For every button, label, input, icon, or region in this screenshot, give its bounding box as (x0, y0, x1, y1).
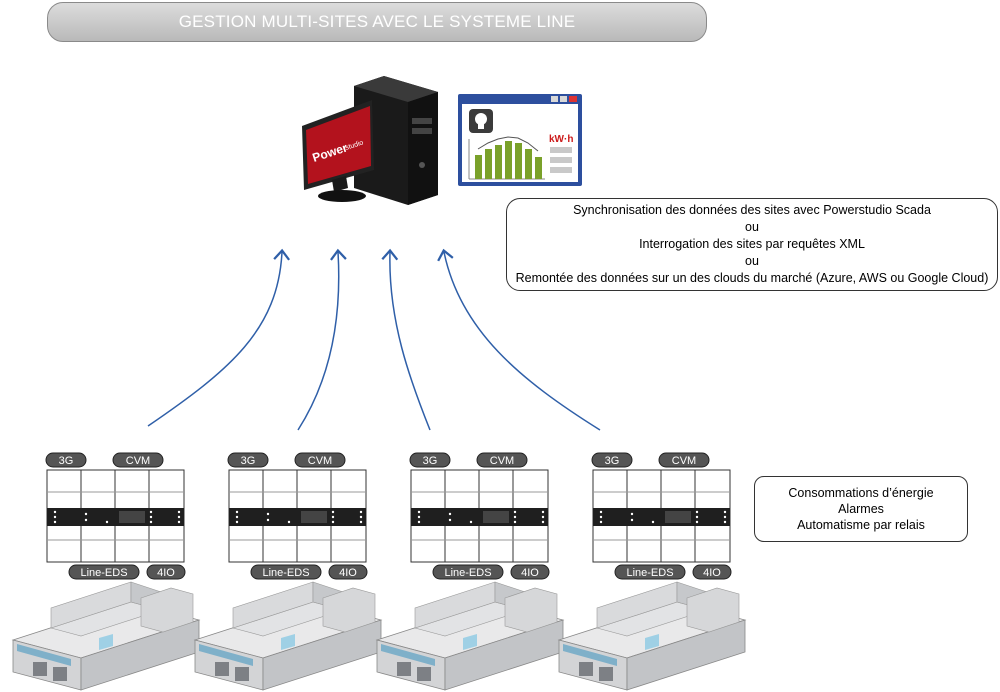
arrow-site-2 (297, 248, 347, 431)
tag-4io: 4IO (157, 567, 175, 579)
tag-cvm: CVM (672, 455, 696, 467)
feature-line-1: Consommations d’énergie (788, 486, 934, 500)
sync-line-4: ou (745, 254, 759, 268)
features-box: Consommations d’énergie Alarmes Automati… (754, 476, 968, 542)
tag-line-eds: Line-EDS (80, 567, 127, 579)
tag-cvm: CVM (308, 455, 332, 467)
app-window-illustration: kW·h (458, 94, 582, 186)
diagram-title: GESTION MULTI-SITES AVEC LE SYSTEME LINE (47, 2, 707, 42)
line-device-modules (228, 469, 367, 563)
sync-line-2: ou (745, 220, 759, 234)
mini-bar-chart (468, 136, 545, 180)
feature-line-2: Alarmes (838, 502, 884, 516)
sync-line-1: Synchronisation des données des sites av… (573, 203, 931, 217)
tag-3g: 3G (605, 455, 620, 467)
line-device-modules (46, 469, 185, 563)
tag-3g: 3G (241, 455, 256, 467)
arrow-site-4 (437, 248, 601, 431)
sync-options-box: Synchronisation des données des sites av… (506, 198, 998, 291)
building-illustration (11, 581, 201, 691)
tag-4io: 4IO (703, 567, 721, 579)
building-illustration (193, 581, 383, 691)
building-illustration (557, 581, 747, 691)
site-group-2: 3G CVM Line-EDS 4IO (193, 452, 383, 691)
minimize-icon (551, 96, 558, 102)
unit-label: kW·h (549, 134, 573, 145)
arrow-site-3 (381, 248, 431, 431)
lightbulb-icon (469, 109, 493, 133)
tag-cvm: CVM (490, 455, 514, 467)
maximize-icon (560, 96, 567, 102)
tag-4io: 4IO (339, 567, 357, 579)
close-icon (569, 96, 577, 102)
site-group-3: 3G CVM Line-EDS 4IO (375, 452, 565, 691)
arrow-site-1 (147, 248, 291, 427)
tag-line-eds: Line-EDS (262, 567, 309, 579)
sync-line-5: Remontée des données sur un des clouds d… (515, 271, 989, 285)
tag-line-eds: Line-EDS (626, 567, 673, 579)
line-device-modules (410, 469, 549, 563)
tag-3g: 3G (423, 455, 438, 467)
site-group-1: 3G CVM Line-EDS 4IO (11, 452, 201, 691)
tag-line-eds: Line-EDS (444, 567, 491, 579)
tag-3g: 3G (59, 455, 74, 467)
site-group-4: 3G CVM Line-EDS 4IO (557, 452, 747, 691)
building-illustration (375, 581, 565, 691)
tag-4io: 4IO (521, 567, 539, 579)
feature-line-3: Automatisme par relais (797, 518, 925, 532)
line-device-modules (592, 469, 731, 563)
tag-cvm: CVM (126, 455, 150, 467)
computer-illustration: Power studio (302, 76, 438, 205)
sync-line-3: Interrogation des sites par requêtes XML (639, 237, 865, 251)
